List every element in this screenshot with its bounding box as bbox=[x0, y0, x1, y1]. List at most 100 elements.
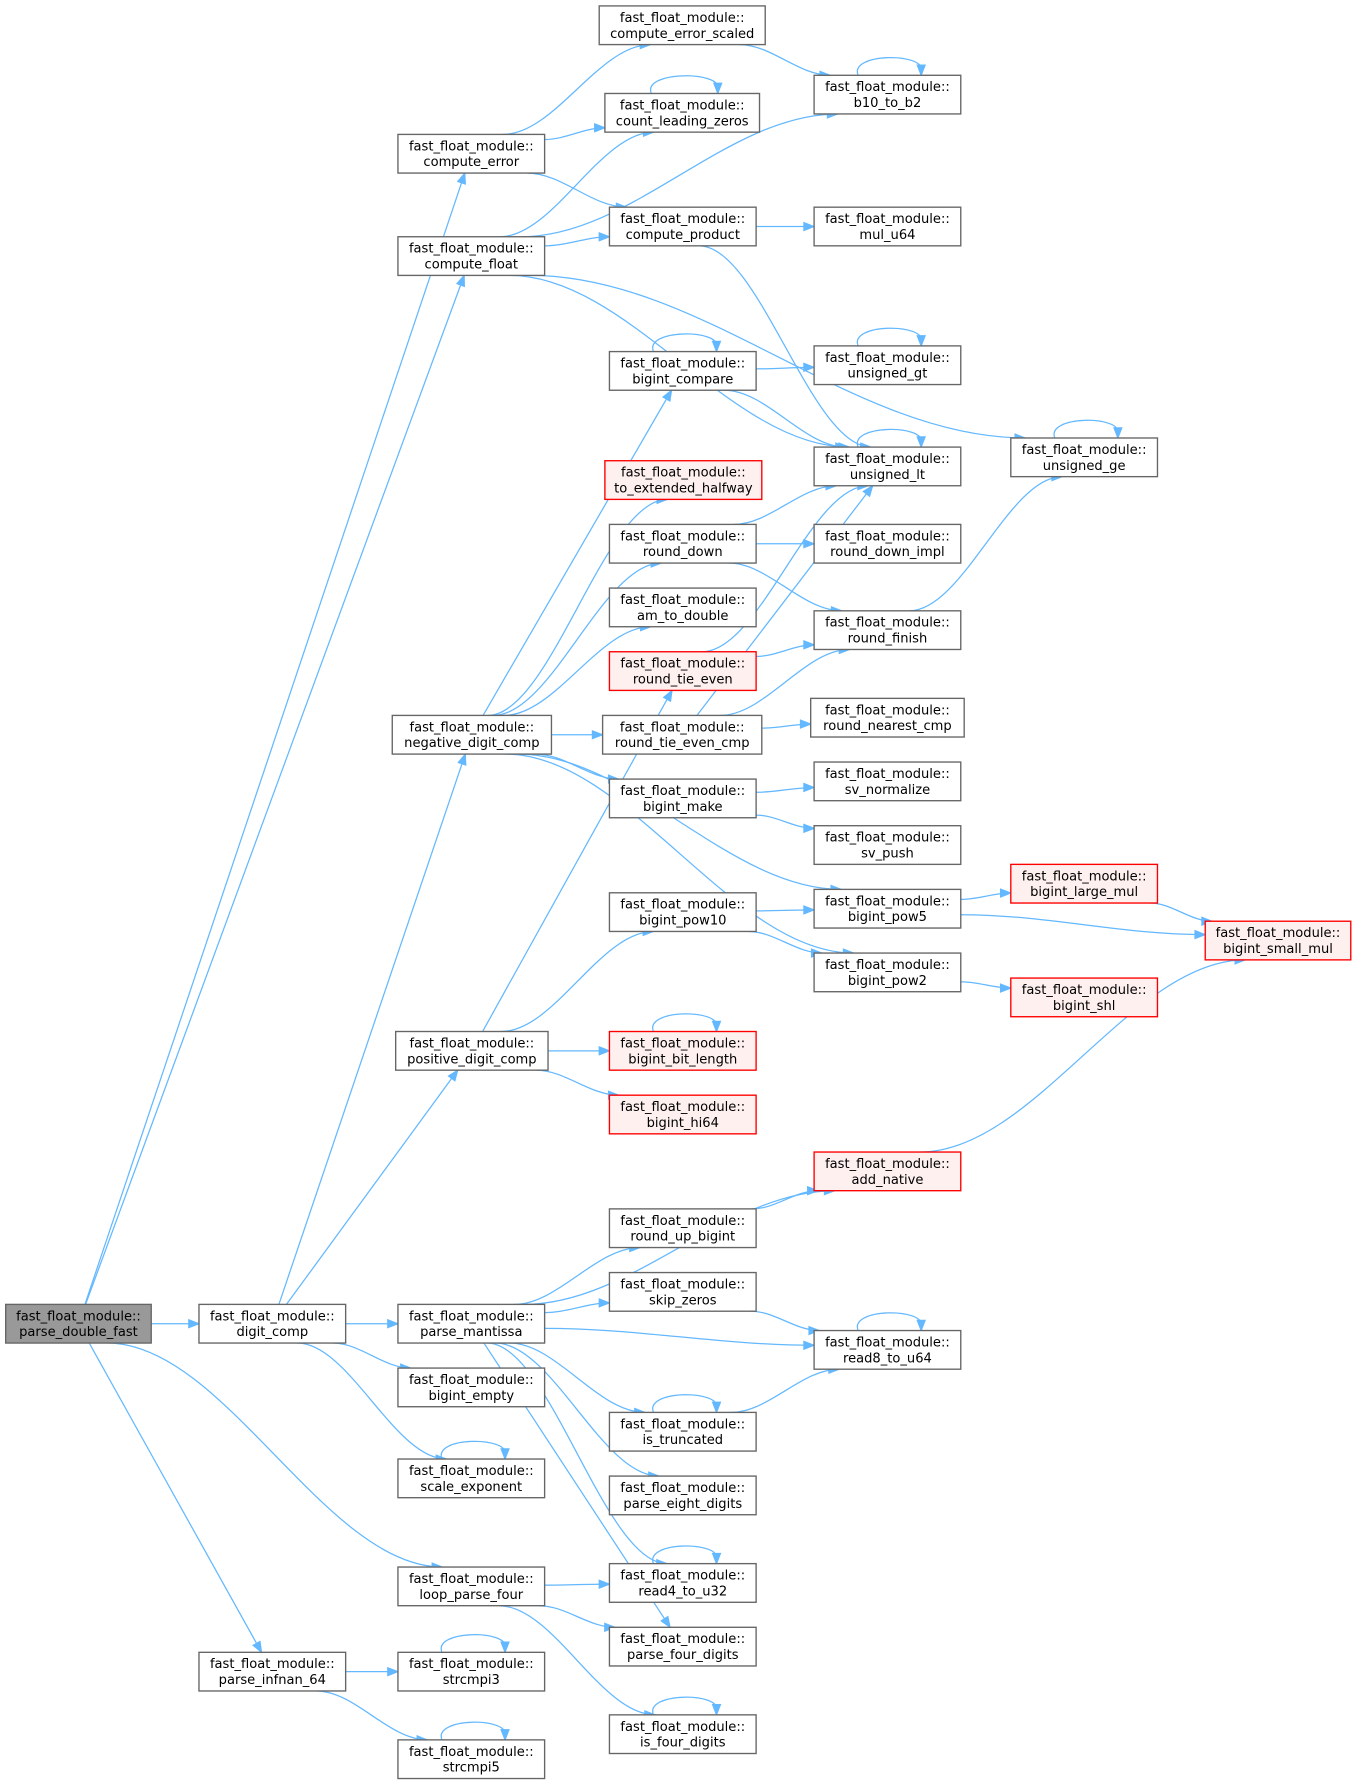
node-bigint_shl[interactable]: fast_float_module::bigint_shl bbox=[1010, 977, 1159, 1018]
node-box bbox=[397, 1651, 546, 1692]
node-bigint_large_mul[interactable]: fast_float_module::bigint_large_mul bbox=[1010, 863, 1159, 904]
edge-compute_float-to-b10_to_b2 bbox=[521, 113, 838, 238]
node-unsigned_ge[interactable]: fast_float_module::unsigned_ge bbox=[1010, 437, 1159, 478]
arrowhead-icon bbox=[500, 1448, 510, 1461]
node-round_finish[interactable]: fast_float_module::round_finish bbox=[813, 610, 962, 651]
node-bigint_pow10[interactable]: fast_float_module::bigint_pow10 bbox=[608, 892, 757, 933]
node-read8_to_u64[interactable]: fast_float_module::read8_to_u64 bbox=[813, 1329, 962, 1370]
node-namespace: fast_float_module:: bbox=[825, 616, 950, 631]
node-bigint_pow2[interactable]: fast_float_module::bigint_pow2 bbox=[813, 952, 962, 993]
node-bigint_bit_length[interactable]: fast_float_module::bigint_bit_length bbox=[608, 1030, 757, 1071]
node-box bbox=[601, 714, 763, 755]
arrowhead-icon bbox=[594, 123, 607, 133]
nodes-layer: fast_float_module::parse_double_fastfast… bbox=[5, 5, 1352, 1780]
node-round_down_impl[interactable]: fast_float_module::round_down_impl bbox=[813, 523, 962, 564]
node-read4_to_u32[interactable]: fast_float_module::read4_to_u32 bbox=[608, 1562, 757, 1603]
edge-round_finish-to-unsigned_ge bbox=[909, 476, 1063, 612]
node-to_extended_halfway[interactable]: fast_float_module::to_extended_halfway bbox=[604, 460, 763, 501]
node-loop_parse_four[interactable]: fast_float_module::loop_parse_four bbox=[397, 1566, 546, 1607]
node-namespace: fast_float_module:: bbox=[409, 1657, 534, 1672]
node-round_tie_even[interactable]: fast_float_module::round_tie_even bbox=[608, 651, 757, 692]
node-bigint_make[interactable]: fast_float_module::bigint_make bbox=[608, 778, 757, 819]
node-namespace: fast_float_module:: bbox=[620, 529, 745, 544]
node-am_to_double[interactable]: fast_float_module::am_to_double bbox=[608, 587, 757, 628]
node-add_native[interactable]: fast_float_module::add_native bbox=[813, 1151, 962, 1192]
arrowhead-icon bbox=[1113, 427, 1123, 440]
node-compute_float[interactable]: fast_float_module::compute_float bbox=[397, 236, 546, 277]
arrowhead-icon bbox=[916, 64, 926, 77]
node-box bbox=[608, 1411, 757, 1452]
node-scale_exponent[interactable]: fast_float_module::scale_exponent bbox=[397, 1458, 546, 1499]
self-loop-count_leading_zeros bbox=[650, 75, 719, 94]
node-namespace: fast_float_module:: bbox=[621, 466, 746, 481]
node-namespace: fast_float_module:: bbox=[620, 11, 745, 26]
node-bigint_hi64[interactable]: fast_float_module::bigint_hi64 bbox=[608, 1094, 757, 1135]
node-namespace: fast_float_module:: bbox=[16, 1309, 141, 1324]
node-count_leading_zeros[interactable]: fast_float_module::count_leading_zeros bbox=[604, 92, 761, 133]
node-is_truncated[interactable]: fast_float_module::is_truncated bbox=[608, 1411, 757, 1452]
edge-parse_mantissa-to-read4_to_u32 bbox=[487, 1342, 668, 1565]
arrowhead-icon bbox=[803, 640, 816, 650]
node-namespace: fast_float_module:: bbox=[410, 1036, 535, 1051]
node-box bbox=[813, 825, 962, 866]
node-bigint_compare[interactable]: fast_float_module::bigint_compare bbox=[608, 350, 757, 391]
node-namespace: fast_float_module:: bbox=[825, 212, 950, 227]
node-box bbox=[608, 1714, 757, 1755]
node-digit_comp[interactable]: fast_float_module::digit_comp bbox=[198, 1303, 347, 1344]
arrowhead-icon bbox=[598, 1046, 612, 1056]
arrowhead-icon bbox=[456, 171, 466, 185]
arrowhead-icon bbox=[803, 905, 816, 915]
node-parse_four_digits[interactable]: fast_float_module::parse_four_digits bbox=[608, 1626, 757, 1667]
node-is_four_digits[interactable]: fast_float_module::is_four_digits bbox=[608, 1714, 757, 1755]
node-negative_digit_comp[interactable]: fast_float_module::negative_digit_comp bbox=[391, 714, 553, 755]
node-unsigned_lt[interactable]: fast_float_module::unsigned_lt bbox=[813, 446, 962, 487]
node-b10_to_b2[interactable]: fast_float_module::b10_to_b2 bbox=[813, 74, 962, 115]
node-bigint_pow5[interactable]: fast_float_module::bigint_pow5 bbox=[813, 888, 962, 929]
node-namespace: fast_float_module:: bbox=[620, 356, 745, 371]
edge-parse_double_fast-to-loop_parse_four bbox=[107, 1342, 443, 1568]
node-namespace: fast_float_module:: bbox=[620, 1569, 745, 1584]
node-strcmpi5[interactable]: fast_float_module::strcmpi5 bbox=[397, 1739, 546, 1780]
node-round_up_bigint[interactable]: fast_float_module::round_up_bigint bbox=[608, 1208, 757, 1249]
node-box bbox=[391, 714, 553, 755]
edge-parse_mantissa-to-is_truncated bbox=[509, 1342, 645, 1414]
node-sv_push[interactable]: fast_float_module::sv_push bbox=[813, 825, 962, 866]
node-function-name: bigint_make bbox=[643, 800, 723, 815]
node-box bbox=[813, 345, 962, 386]
node-parse_mantissa[interactable]: fast_float_module::parse_mantissa bbox=[397, 1303, 546, 1344]
node-function-name: round_finish bbox=[848, 632, 928, 647]
node-bigint_small_mul[interactable]: fast_float_module::bigint_small_mul bbox=[1204, 920, 1352, 961]
arrowhead-icon bbox=[711, 1552, 722, 1566]
edges-layer bbox=[84, 39, 1247, 1745]
node-compute_error[interactable]: fast_float_module::compute_error bbox=[397, 133, 546, 174]
node-box bbox=[813, 523, 962, 564]
node-compute_product[interactable]: fast_float_module::compute_product bbox=[608, 206, 757, 247]
node-strcmpi3[interactable]: fast_float_module::strcmpi3 bbox=[397, 1651, 546, 1692]
node-function-name: parse_four_digits bbox=[627, 1648, 739, 1663]
node-round_tie_even_cmp[interactable]: fast_float_module::round_tie_even_cmp bbox=[601, 714, 763, 755]
self-loop-strcmpi5 bbox=[440, 1721, 506, 1741]
node-round_nearest_cmp[interactable]: fast_float_module::round_nearest_cmp bbox=[810, 697, 965, 738]
node-function-name: round_tie_even bbox=[633, 673, 733, 688]
node-namespace: fast_float_module:: bbox=[825, 529, 950, 544]
node-function-name: bigint_pow10 bbox=[639, 914, 726, 929]
node-compute_error_scaled[interactable]: fast_float_module::compute_error_scaled bbox=[598, 5, 766, 46]
node-box bbox=[1010, 863, 1159, 904]
node-mul_u64[interactable]: fast_float_module::mul_u64 bbox=[813, 206, 962, 247]
node-unsigned_gt[interactable]: fast_float_module::unsigned_gt bbox=[813, 345, 962, 386]
edge-bigint_pow10-to-bigint_pow2 bbox=[748, 930, 822, 954]
edge-negative_digit_comp-to-am_to_double bbox=[503, 626, 651, 717]
node-positive_digit_comp[interactable]: fast_float_module::positive_digit_comp bbox=[394, 1030, 549, 1071]
node-bigint_empty[interactable]: fast_float_module::bigint_empty bbox=[397, 1367, 546, 1408]
node-sv_normalize[interactable]: fast_float_module::sv_normalize bbox=[813, 761, 962, 802]
self-loop-unsigned_lt bbox=[856, 428, 922, 448]
node-round_down[interactable]: fast_float_module::round_down bbox=[608, 523, 757, 564]
node-parse_infnan_64[interactable]: fast_float_module::parse_infnan_64 bbox=[198, 1651, 347, 1692]
node-skip_zeros[interactable]: fast_float_module::skip_zeros bbox=[608, 1271, 757, 1312]
edge-parse_double_fast-to-compute_error bbox=[84, 172, 466, 1305]
arrowhead-icon bbox=[598, 231, 612, 242]
node-parse_eight_digits[interactable]: fast_float_module::parse_eight_digits bbox=[608, 1475, 757, 1516]
node-function-name: add_native bbox=[851, 1173, 923, 1188]
node-parse_double_fast[interactable]: fast_float_module::parse_double_fast bbox=[5, 1303, 152, 1344]
node-box bbox=[198, 1303, 347, 1344]
